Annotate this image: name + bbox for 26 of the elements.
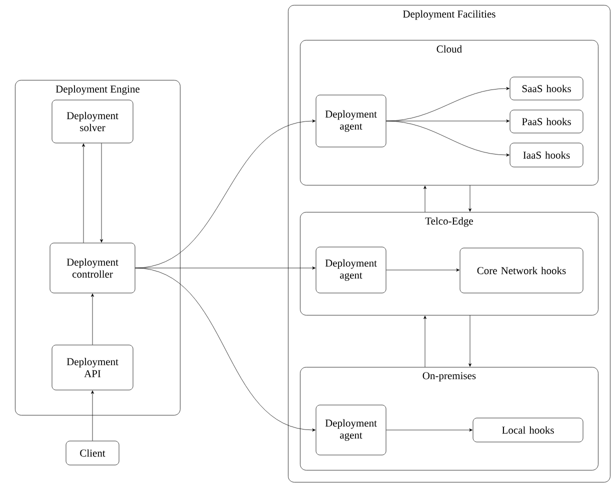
arrow — [468, 315, 472, 367]
process-box: Deployment solver — [52, 100, 134, 144]
arrow — [135, 266, 316, 270]
arrow — [91, 294, 94, 345]
process-box: Deployment agent — [316, 404, 386, 456]
process-box: Deployment API — [52, 344, 134, 390]
process-box: Client — [66, 440, 120, 466]
process-box: Deployment agent — [316, 246, 386, 294]
arrow — [386, 268, 460, 272]
process-box: Deployment controller — [50, 242, 136, 294]
arrow — [135, 268, 316, 432]
arrow — [468, 185, 472, 212]
arrow — [91, 390, 94, 441]
process-box: Core Network hooks — [460, 248, 584, 294]
arrow — [424, 316, 426, 368]
arrow — [386, 120, 510, 122]
arrow — [424, 186, 426, 212]
arrow — [386, 428, 472, 432]
process-box: SaaS hooks — [510, 76, 584, 100]
process-box: Local hooks — [472, 418, 584, 442]
arrow — [82, 144, 85, 243]
arrow — [100, 143, 103, 242]
process-box: PaaS hooks — [510, 110, 584, 134]
process-box: Deployment agent — [316, 94, 386, 148]
process-box: IaaS hooks — [510, 142, 584, 168]
arrow — [386, 120, 510, 156]
